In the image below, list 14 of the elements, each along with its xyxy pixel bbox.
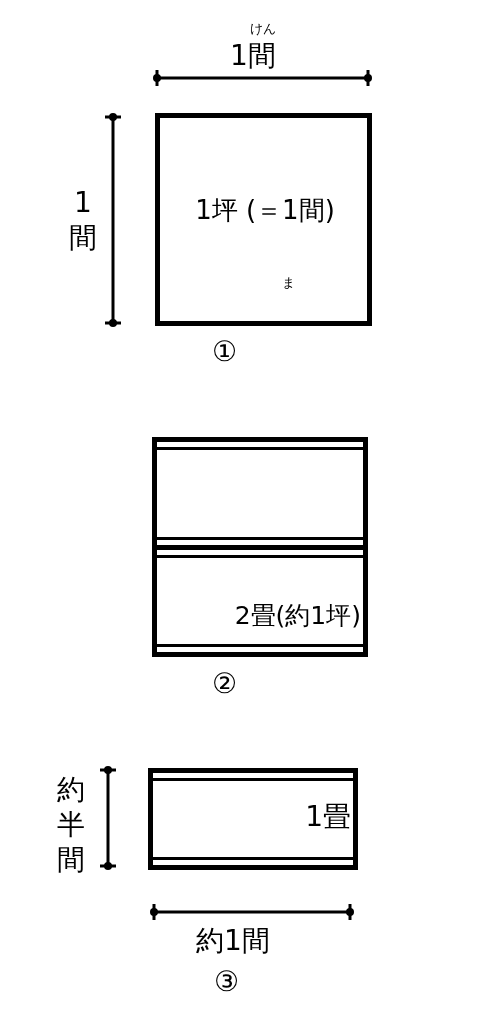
figure-number: ③ — [214, 966, 240, 999]
square-plan — [155, 113, 372, 326]
reading-ruby: けん — [250, 22, 276, 37]
dimension-label: 約半間 — [56, 772, 86, 877]
figure-number: ② — [212, 668, 238, 701]
reading-ruby: ま — [282, 276, 295, 291]
dimension-label: 約1間 — [196, 925, 270, 958]
area-label: 2畳(約1坪) — [233, 602, 361, 631]
figure-number: ① — [212, 336, 238, 369]
area-label: 1坪 (＝1間) — [194, 196, 336, 226]
tatami-mat — [148, 768, 358, 870]
area-label: 1畳 — [304, 801, 351, 834]
dimension-label: 1間 — [68, 185, 98, 255]
dimension-label: 1間 — [230, 40, 276, 73]
